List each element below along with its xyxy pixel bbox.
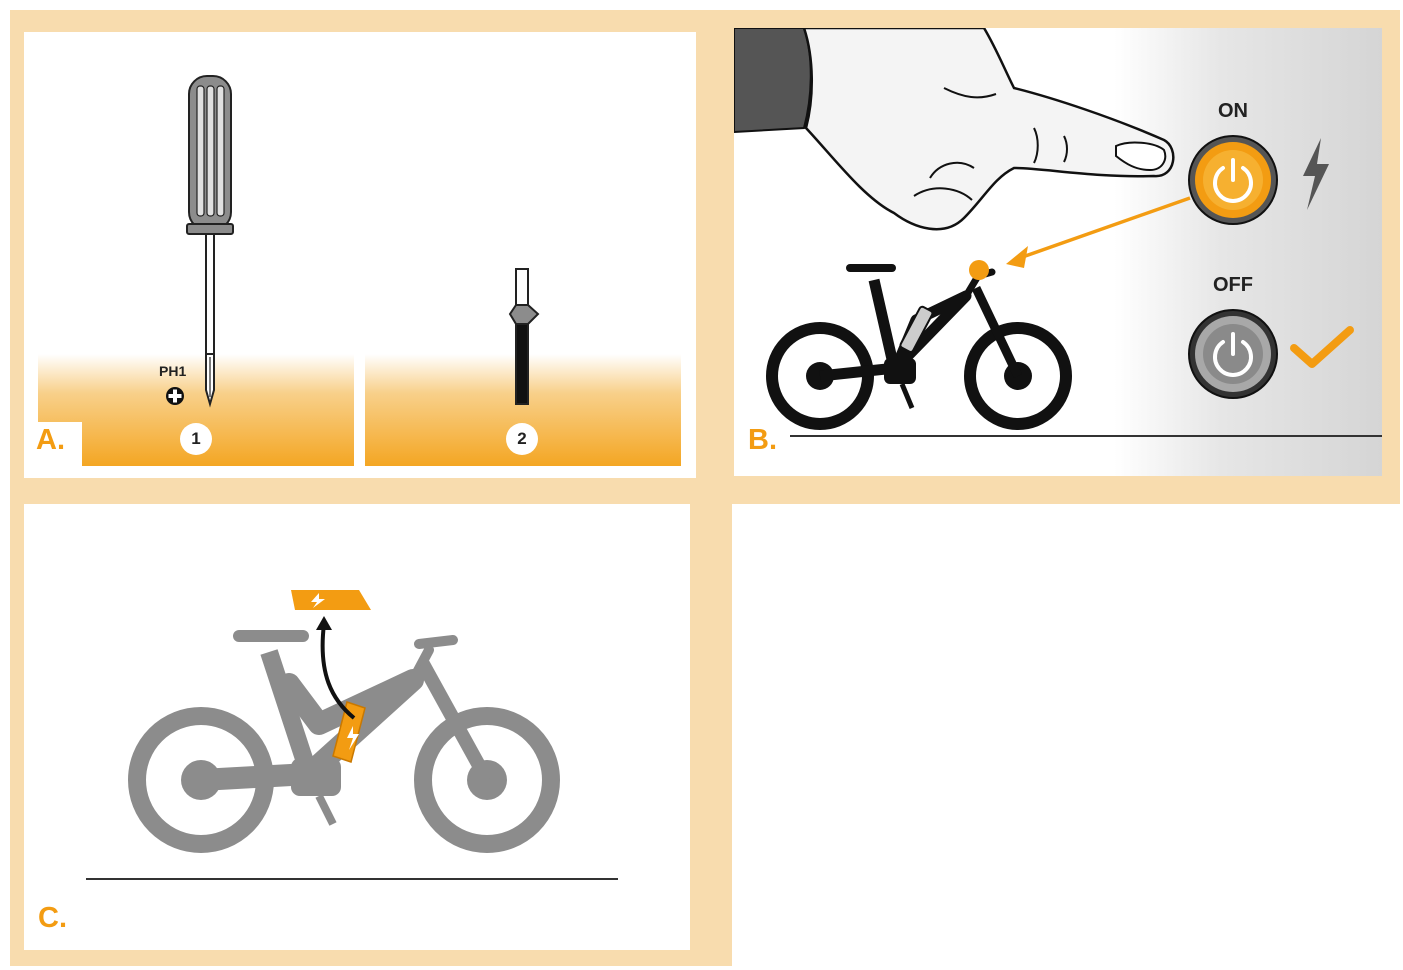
- hand-pointing-icon: [734, 28, 1175, 231]
- lightning-bolt-icon: [1303, 138, 1329, 210]
- arrow-icon: [1006, 196, 1191, 268]
- panel-b-letter: B.: [748, 424, 777, 456]
- ground-line: [790, 435, 1382, 437]
- off-label: OFF: [1213, 274, 1253, 296]
- screwdriver-icon: [186, 75, 234, 408]
- panel-c: C.: [24, 504, 690, 950]
- on-label: ON: [1218, 100, 1248, 122]
- removal-arrow-icon: [316, 616, 356, 720]
- panel-a-letter: A.: [36, 424, 65, 456]
- power-button-off-icon[interactable]: [1187, 308, 1279, 400]
- ebike-gray-icon: [128, 630, 560, 853]
- tool-1-spec: PH1: [159, 363, 187, 379]
- checkmark-icon: [1290, 326, 1354, 368]
- power-button-on-icon[interactable]: [1187, 134, 1279, 226]
- ground-line: [86, 878, 618, 880]
- battery-icon: [291, 590, 371, 610]
- pry-tool-icon: [508, 268, 540, 405]
- panel-a: A. PH1 1 2: [24, 32, 696, 478]
- tool-2-number: 2: [506, 423, 538, 455]
- phillips-head-icon: [166, 387, 184, 405]
- panel-b: ON OFF B.: [734, 28, 1382, 476]
- ebike-icon: [766, 260, 1072, 430]
- button-panel-background: [1114, 28, 1382, 476]
- panel-c-letter: C.: [38, 902, 67, 934]
- tool-1-number: 1: [180, 423, 212, 455]
- panel-a-letter-bg: [24, 422, 82, 466]
